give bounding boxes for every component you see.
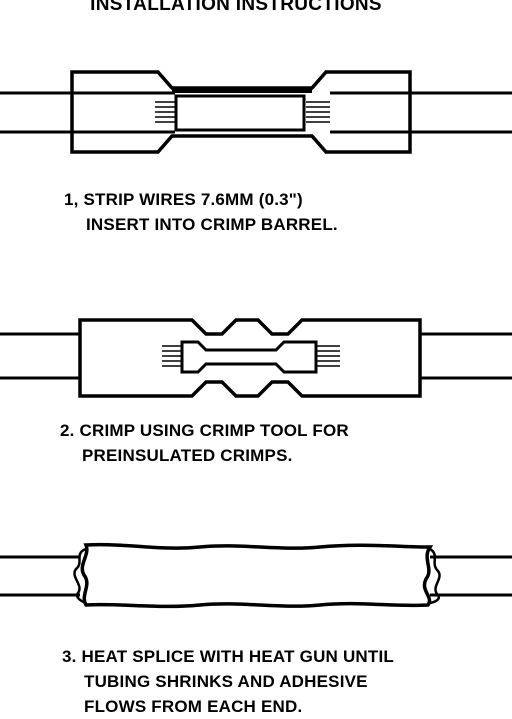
adhesive-flow-right [429, 547, 441, 605]
step-3-text: 3. HEAT SPLICE WITH HEAT GUN UNTIL TUBIN… [62, 644, 394, 719]
figure-heat-shrunk-splice [0, 535, 512, 615]
step-1-line-1: 1, STRIP WIRES 7.6MM (0.3") [64, 190, 303, 209]
crimp-barrel [174, 94, 306, 132]
uncrimped-splice-drawing [0, 70, 512, 154]
step-2-text: 2. CRIMP USING CRIMP TOOL FOR PREINSULAT… [60, 418, 349, 468]
step-1-text: 1, STRIP WIRES 7.6MM (0.3") INSERT INTO … [64, 187, 338, 237]
crimped-sleeve [78, 318, 422, 398]
adhesive-flow-left [73, 547, 87, 605]
splice-sleeve [70, 70, 412, 154]
step-2-line-1: 2. CRIMP USING CRIMP TOOL FOR [60, 421, 349, 440]
crimped-splice-drawing [0, 318, 512, 398]
crimped-barrel [180, 340, 318, 374]
heat-shrunk-splice-drawing [0, 542, 512, 609]
step-1-line-2: INSERT INTO CRIMP BARREL. [86, 215, 338, 234]
step-3-line-2: TUBING SHRINKS AND ADHESIVE [84, 672, 368, 691]
shrunk-tubing [80, 542, 434, 609]
step-3-line-3: FLOWS FROM EACH END. [84, 697, 303, 716]
page-title: INSTALLATION INSTRUCTIONS [90, 0, 382, 15]
figure-crimped-splice [0, 312, 512, 412]
step-2-line-2: PREINSULATED CRIMPS. [82, 446, 293, 465]
figure-uncrimped-splice [0, 60, 512, 170]
step-3-line-1: 3. HEAT SPLICE WITH HEAT GUN UNTIL [62, 647, 394, 666]
